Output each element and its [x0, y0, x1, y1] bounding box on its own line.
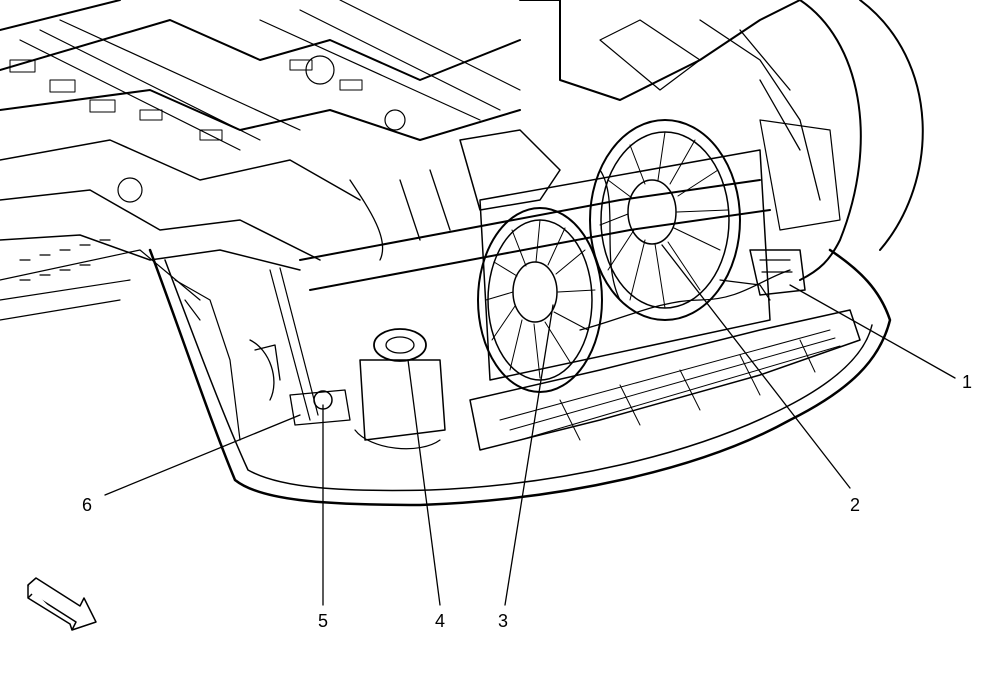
fender-liner — [519, 0, 924, 281]
callout-2: 2 — [850, 495, 860, 515]
component-5-sensor — [249, 267, 351, 426]
fan-shroud — [479, 149, 791, 381]
component-4-horn — [354, 328, 446, 450]
callout-6: 6 — [82, 495, 92, 515]
frame-rail-structure — [0, 0, 521, 321]
air-deflector — [469, 309, 861, 451]
callout-4: 4 — [435, 611, 445, 631]
callout-5: 5 — [318, 611, 328, 631]
callout-3: 3 — [498, 611, 508, 631]
leader-lines — [104, 244, 956, 606]
callout-1: 1 — [962, 372, 972, 392]
cooling-fan-right — [589, 119, 741, 321]
forward-arrow-icon — [27, 577, 97, 631]
cooling-fan-left — [477, 207, 603, 393]
component-1-connector — [719, 249, 806, 301]
front-bumper-fascia — [148, 248, 892, 507]
radiator-support — [299, 129, 771, 291]
